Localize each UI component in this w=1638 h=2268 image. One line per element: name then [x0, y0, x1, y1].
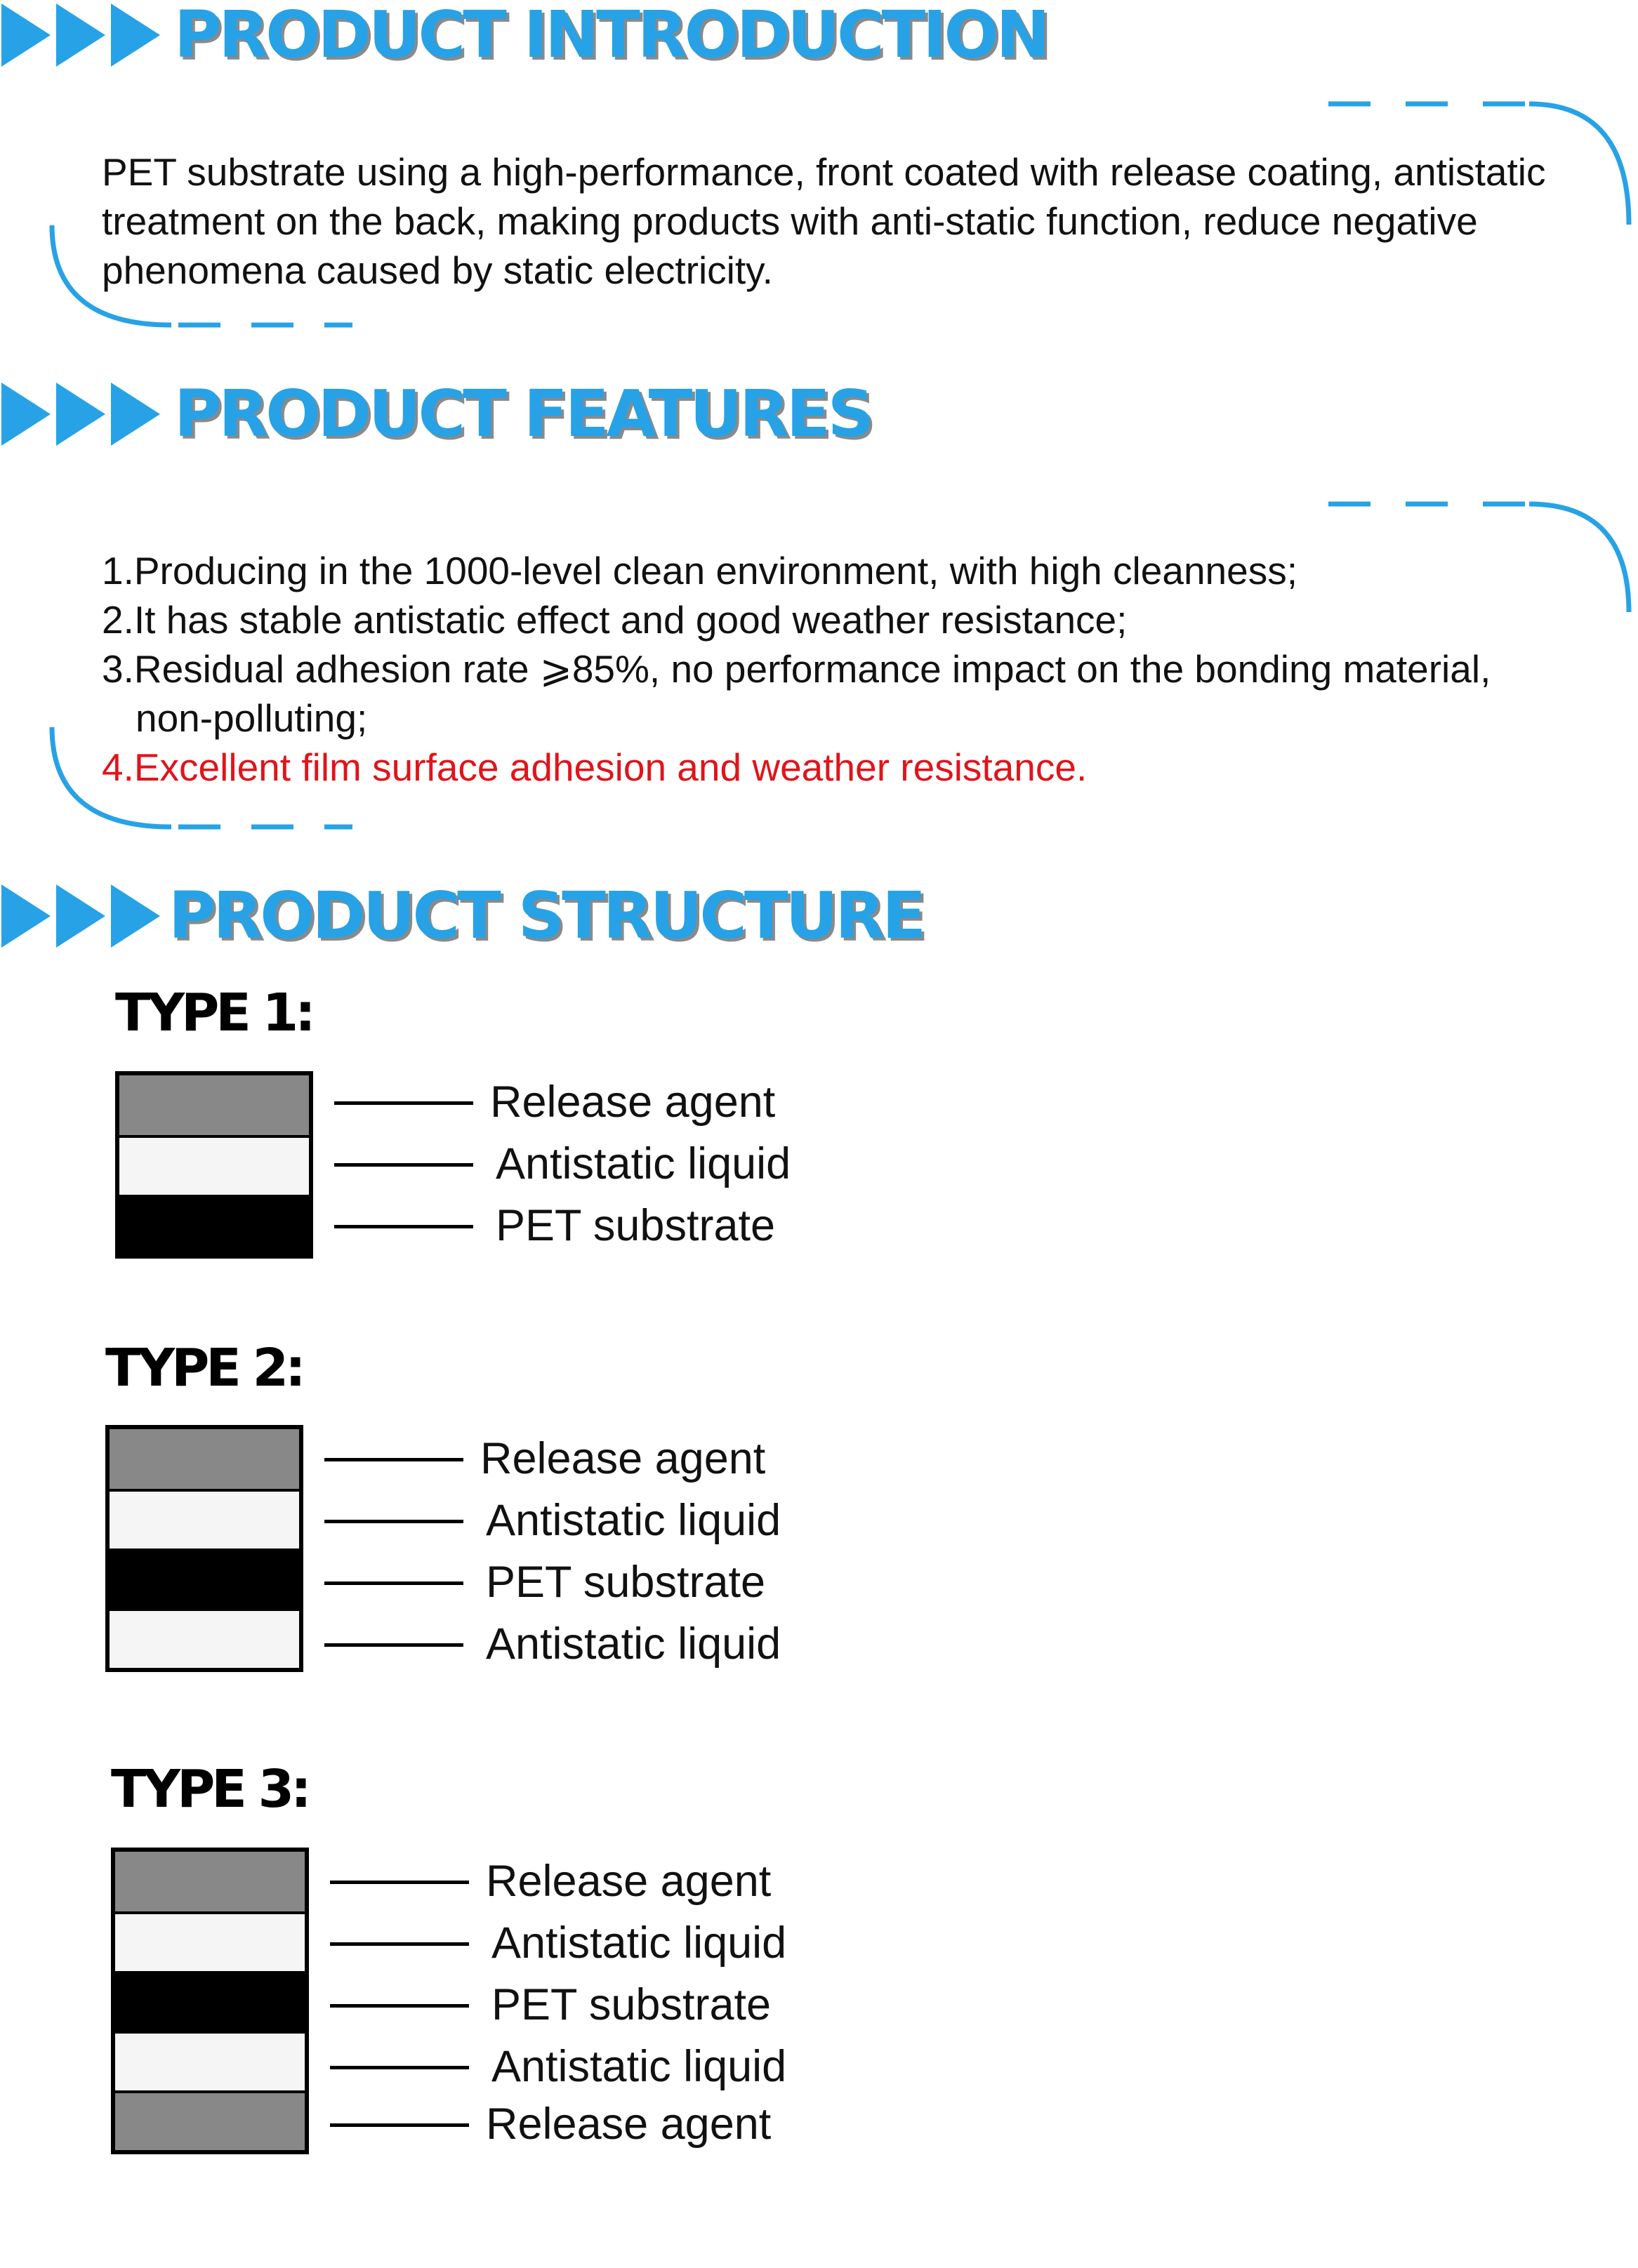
introduction-text: PET substrate using a high-performance, …	[102, 150, 1546, 292]
layer-release-agent	[115, 2090, 305, 2150]
layer-stack-diagram	[115, 1071, 313, 1259]
feature-item: 2.It has stable antistatic effect and go…	[102, 598, 1128, 642]
layer-label: PET substrate	[486, 1558, 766, 1607]
triple-arrow-icon	[1, 383, 160, 446]
layer-release-agent	[119, 1075, 309, 1135]
leader-line	[330, 2066, 469, 2069]
type-title: TYPE 1:	[115, 983, 316, 1043]
layer-label: Antistatic liquid	[491, 1918, 787, 1968]
layer-label: Release agent	[486, 2100, 772, 2149]
leader-line	[330, 2123, 469, 2127]
layer-stack-diagram	[105, 1425, 303, 1672]
leader-line	[324, 1643, 463, 1647]
layer-antistatic-liquid	[110, 1489, 299, 1549]
feature-item-continuation: non-polluting;	[136, 696, 368, 740]
triple-arrow-icon	[1, 884, 160, 948]
leader-line	[324, 1520, 463, 1523]
triple-arrow-icon	[1, 4, 160, 67]
leader-line	[334, 1101, 473, 1105]
leader-line	[330, 1942, 469, 1946]
layer-label: Antistatic liquid	[486, 1496, 781, 1545]
layer-label: PET substrate	[491, 1980, 772, 2029]
layer-release-agent	[110, 1429, 299, 1489]
layer-antistatic-liquid	[119, 1135, 309, 1195]
layer-label: Antistatic liquid	[496, 1139, 791, 1188]
leader-line	[330, 2004, 469, 2008]
layer-label: Antistatic liquid	[486, 1619, 781, 1669]
type-title: TYPE 2:	[105, 1338, 306, 1398]
layer-label: PET substrate	[496, 1201, 776, 1250]
leader-line	[324, 1458, 463, 1461]
leader-line	[330, 1881, 469, 1884]
layer-antistatic-liquid	[115, 1911, 305, 1971]
feature-item: 1.Producing in the 1000-level clean envi…	[102, 549, 1297, 592]
layer-label: Antistatic liquid	[491, 2042, 787, 2091]
introduction-title: PRODUCT INTRODUCTION	[174, 0, 1050, 72]
type-title: TYPE 3:	[111, 1759, 312, 1819]
dashed-arc-decoration	[49, 225, 352, 328]
features-list: 1.Producing in the 1000-level clean envi…	[102, 546, 1611, 792]
dashed-arc-decoration	[1328, 501, 1632, 613]
layer-pet-substrate	[110, 1549, 299, 1608]
features-title: PRODUCT FEATURES	[174, 376, 874, 451]
layer-label: Release agent	[486, 1857, 772, 1906]
layer-release-agent	[115, 1852, 305, 1911]
dashed-arc-decoration	[49, 727, 352, 830]
layer-antistatic-liquid	[110, 1608, 299, 1668]
leader-line	[334, 1163, 473, 1167]
leader-line	[324, 1581, 463, 1585]
layer-antistatic-liquid	[115, 2031, 305, 2090]
layer-stack-diagram	[111, 1848, 309, 2154]
layer-pet-substrate	[119, 1195, 309, 1254]
layer-pet-substrate	[115, 1971, 305, 2031]
dashed-arc-decoration	[1328, 101, 1632, 225]
feature-item: 3.Residual adhesion rate ⩾85%, no perfor…	[102, 647, 1491, 691]
structure-title: PRODUCT STRUCTURE	[169, 878, 926, 953]
leader-line	[334, 1225, 473, 1228]
layer-label: Release agent	[490, 1077, 776, 1127]
feature-item-highlighted: 4.Excellent film surface adhesion and we…	[102, 745, 1088, 789]
layer-label: Release agent	[480, 1434, 766, 1483]
